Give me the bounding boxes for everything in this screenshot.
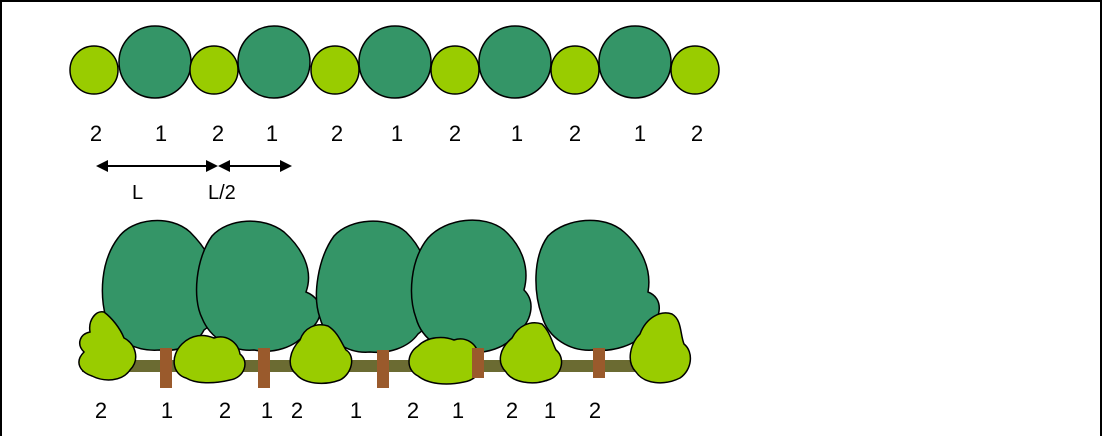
top-label: 2 bbox=[569, 121, 581, 146]
circle-species-2 bbox=[671, 46, 719, 94]
circle-species-1 bbox=[479, 26, 551, 98]
top-label: 2 bbox=[212, 121, 224, 146]
top-label: 1 bbox=[511, 121, 523, 146]
circle-species-1 bbox=[238, 26, 310, 98]
large-canopies bbox=[102, 220, 659, 352]
top-row-labels: 2 1 2 1 2 1 2 1 2 1 2 bbox=[90, 121, 703, 146]
bush-species-2 bbox=[174, 336, 245, 383]
trunk bbox=[258, 348, 270, 388]
bottom-label: 1 bbox=[261, 398, 273, 423]
circle-species-1 bbox=[359, 26, 431, 98]
bottom-label: 2 bbox=[291, 398, 303, 423]
spacing-arrows bbox=[96, 160, 292, 172]
trunk bbox=[472, 348, 484, 378]
bottom-label: 2 bbox=[506, 398, 518, 423]
bottom-label: 1 bbox=[452, 398, 464, 423]
circle-species-2 bbox=[551, 46, 599, 94]
bottom-label: 2 bbox=[219, 398, 231, 423]
top-label: 1 bbox=[266, 121, 278, 146]
circle-species-2 bbox=[190, 46, 238, 94]
spacing-short-label: L/2 bbox=[208, 182, 236, 204]
circle-species-2 bbox=[311, 46, 359, 94]
tree-species-1 bbox=[412, 220, 531, 352]
bottom-label: 2 bbox=[95, 398, 107, 423]
circle-species-2 bbox=[70, 46, 118, 94]
top-label: 1 bbox=[391, 121, 403, 146]
trunk bbox=[160, 348, 172, 388]
circle-species-1 bbox=[599, 26, 671, 98]
top-label: 2 bbox=[449, 121, 461, 146]
trunk bbox=[377, 350, 389, 388]
top-label: 2 bbox=[331, 121, 343, 146]
top-label: 2 bbox=[90, 121, 102, 146]
bottom-label: 2 bbox=[589, 398, 601, 423]
top-row-circles bbox=[70, 26, 719, 98]
bottom-row-labels: 2 1 2 1 2 1 2 1 2 1 2 bbox=[95, 398, 601, 423]
circle-species-1 bbox=[119, 26, 191, 98]
bottom-label: 1 bbox=[350, 398, 362, 423]
spacing-long-label: L bbox=[132, 182, 143, 204]
tree-species-1 bbox=[197, 221, 321, 351]
top-label: 1 bbox=[155, 121, 167, 146]
circle-species-2 bbox=[431, 46, 479, 94]
bottom-label: 1 bbox=[544, 398, 556, 423]
trunk bbox=[593, 348, 605, 378]
bottom-label: 1 bbox=[161, 398, 173, 423]
bush-species-2 bbox=[409, 338, 481, 384]
top-label: 2 bbox=[691, 121, 703, 146]
top-label: 1 bbox=[634, 121, 646, 146]
bottom-label: 2 bbox=[407, 398, 419, 423]
